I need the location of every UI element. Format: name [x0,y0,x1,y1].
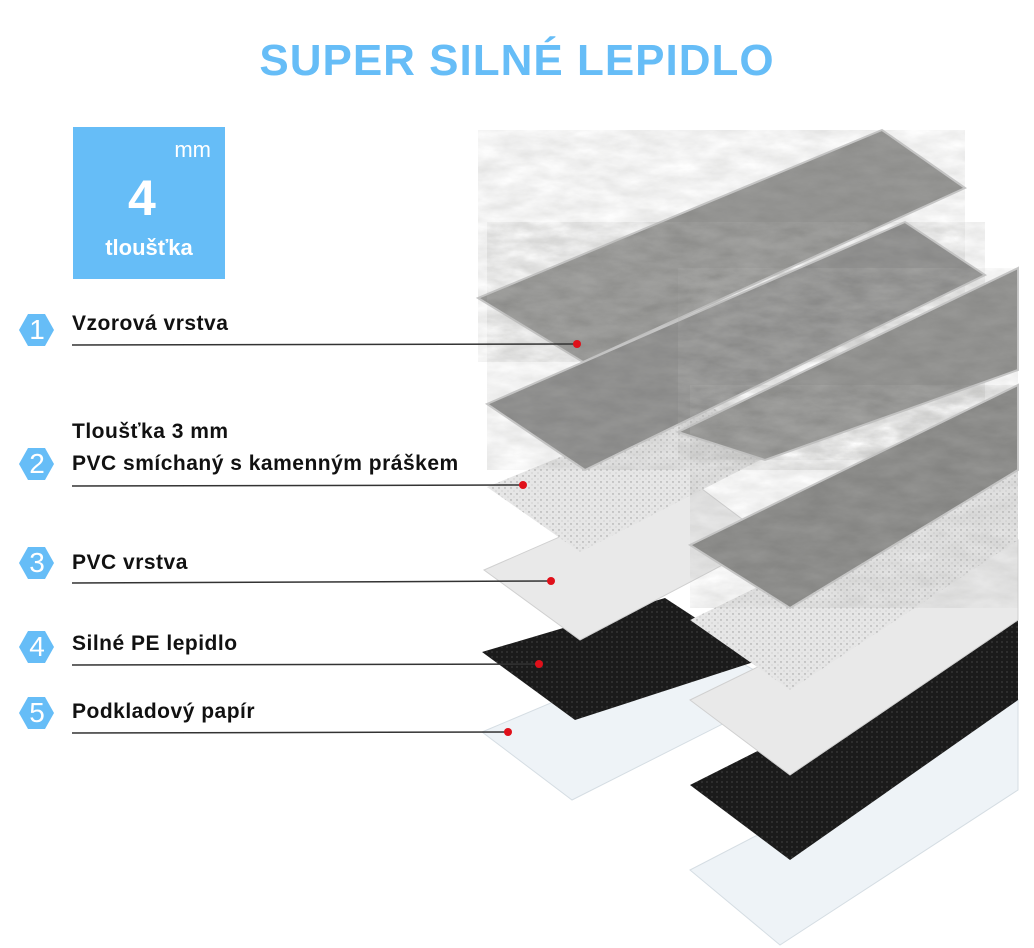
number-text: 2 [29,448,45,479]
number-text: 1 [29,314,45,345]
number-text: 4 [29,631,45,662]
marker-dots [504,340,581,736]
thickness-badge: mm 4 tloušťka [73,127,225,279]
thickness-value: 4 [128,170,156,226]
layer-label-4: Silné PE lepidlo [72,632,238,655]
layer-number-5: 5 [17,695,57,731]
leader-lines [71,343,578,734]
layer-number-4: 4 [17,629,57,665]
number-text: 3 [29,547,45,578]
number-hexagons [19,314,54,729]
layer-label-5: Podkladový papír [72,700,256,723]
layer-label-3: PVC vrstva [72,551,188,574]
layer-number-1: 1 [17,312,57,348]
layer-label-2-thickness: Tloušťka 3 mm [72,420,229,443]
layer-label-1: Vzorová vrstva [72,312,229,335]
layer-number-3: 3 [17,545,57,581]
page-title: SUPER SILNÉ LEPIDLO [259,36,775,85]
thickness-label: tloušťka [105,235,193,260]
layer-label-2: PVC smíchaný s kamenným práškem [72,452,459,475]
number-text: 5 [29,697,45,728]
layer-pvc [483,479,1019,776]
layer-adhesive [482,598,1018,860]
layer-pattern [475,128,1019,610]
thickness-unit: mm [174,137,211,162]
layer-number-2: 2 [17,446,57,482]
